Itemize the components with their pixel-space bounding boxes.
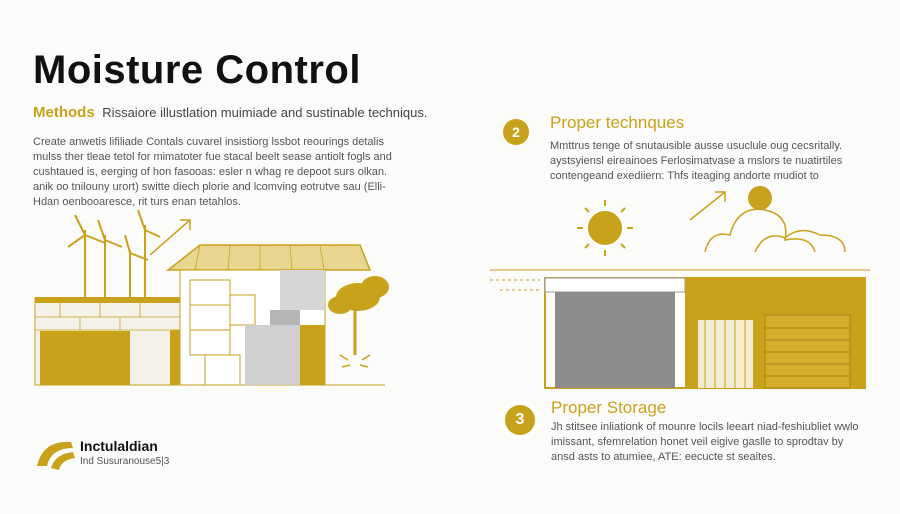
section-2-badge: 2 (503, 119, 529, 145)
arrow-icon (149, 219, 191, 256)
garage-illustration (490, 186, 870, 389)
brand-tagline: Ind Susuranouse5|3 (80, 456, 170, 467)
section-2-heading: Proper technques (550, 113, 685, 132)
wind-turbine-icon (67, 209, 161, 300)
house-illustration (34, 209, 389, 386)
arrow-icon (689, 191, 726, 221)
subtitle-text: Rissaiore illustlation muimiade and sust… (102, 105, 428, 120)
section-3-badge: 3 (505, 405, 535, 435)
subtitle: Methods Rissaiore illustlation muimiade … (33, 104, 427, 121)
subtitle-label: Methods (33, 104, 95, 121)
brand-logo-icon (37, 441, 75, 470)
section-3-heading: Proper Storage (551, 398, 667, 417)
intro-paragraph: Create anwetis lifiliade Contals cuvarel… (33, 136, 392, 208)
tree-icon (328, 276, 389, 368)
section-3-text: Jh stitsee inliationk of mounre locils l… (551, 421, 859, 463)
brand-name: Inctulaldian (80, 438, 158, 454)
sun-icon (577, 200, 633, 256)
page-title: Moisture Control (33, 48, 361, 92)
cloud-icon (704, 186, 846, 253)
section-2-text: Mmttrus tenge of snutausible ausse usucl… (550, 140, 843, 182)
